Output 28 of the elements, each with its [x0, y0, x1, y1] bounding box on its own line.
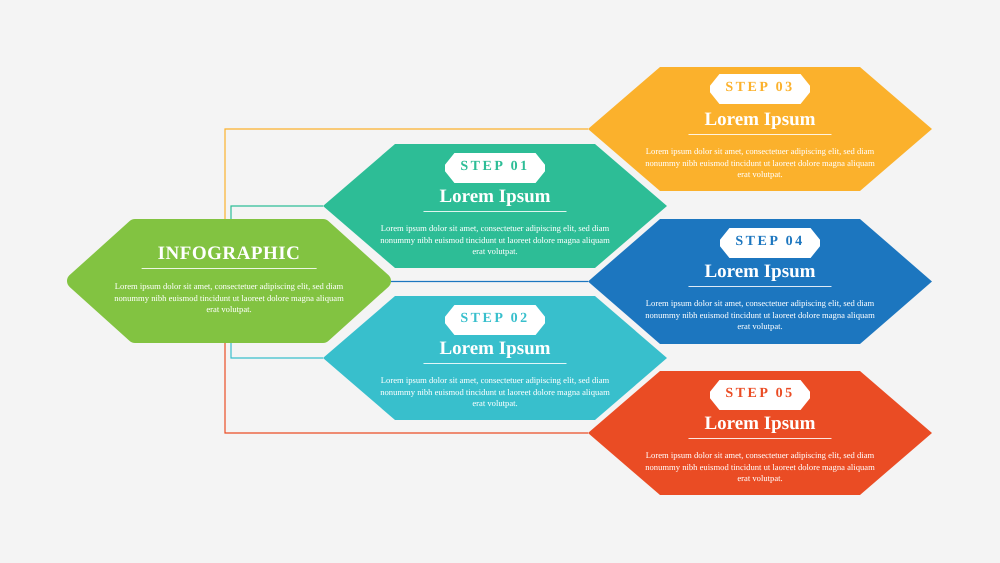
- heading: Lorem Ipsum: [423, 338, 567, 364]
- body-text: Lorem ipsum dolor sit amet, consectetuer adipiscing elit, sed diam nonummy nibh euismod tincidunt ut laoreet dolore magna aliquam erat volutpat.: [644, 146, 876, 180]
- step-label: STEP 03: [724, 80, 796, 96]
- heading: Lorem Ipsum: [423, 186, 567, 212]
- step-label: STEP 02: [459, 311, 531, 327]
- body-text: Lorem ipsum dolor sit amet, consectetuer adipiscing elit, sed diam nonummy nibh euismod tincidunt ut laoreet dolore magna aliquam erat volutpat.: [644, 298, 876, 332]
- body-text: Lorem ipsum dolor sit amet, consectetuer adipiscing elit, sed diam nonummy nibh euismod tincidunt ut laoreet dolore magna aliquam erat volutpat.: [113, 281, 345, 316]
- connector-line: [224, 128, 588, 219]
- step-badge: [445, 305, 545, 335]
- step-hexagon-card: [588, 67, 932, 191]
- body-text: Lorem ipsum dolor sit amet, consectetuer adipiscing elit, sed diam nonummy nibh euismod tincidunt ut laoreet dolore magna aliquam erat volutpat.: [644, 450, 876, 484]
- heading: Lorem Ipsum: [688, 261, 832, 287]
- heading: Lorem Ipsum: [688, 109, 832, 135]
- step-badge: [720, 228, 820, 258]
- connector-line: [224, 343, 588, 434]
- step-badge: [710, 380, 810, 410]
- connector-line: [391, 280, 588, 282]
- step-label: STEP 05: [724, 386, 796, 402]
- connector-line: [230, 343, 323, 359]
- heading: INFOGRAPHIC: [142, 243, 316, 269]
- step-badge: [710, 74, 810, 104]
- step-badge: [445, 153, 545, 183]
- step-label: STEP 04: [734, 234, 806, 250]
- heading: Lorem Ipsum: [688, 413, 832, 439]
- body-text: Lorem ipsum dolor sit amet, consectetuer adipiscing elit, sed diam nonummy nibh euismod tincidunt ut laoreet dolore magna aliquam erat volutpat.: [379, 375, 611, 410]
- body-text: Lorem ipsum dolor sit amet, consectetuer adipiscing elit, sed diam nonummy nibh euismod tincidunt ut laoreet dolore magna aliquam erat volutpat.: [379, 223, 611, 258]
- step-label: STEP 01: [459, 159, 531, 175]
- connector-line: [230, 205, 323, 219]
